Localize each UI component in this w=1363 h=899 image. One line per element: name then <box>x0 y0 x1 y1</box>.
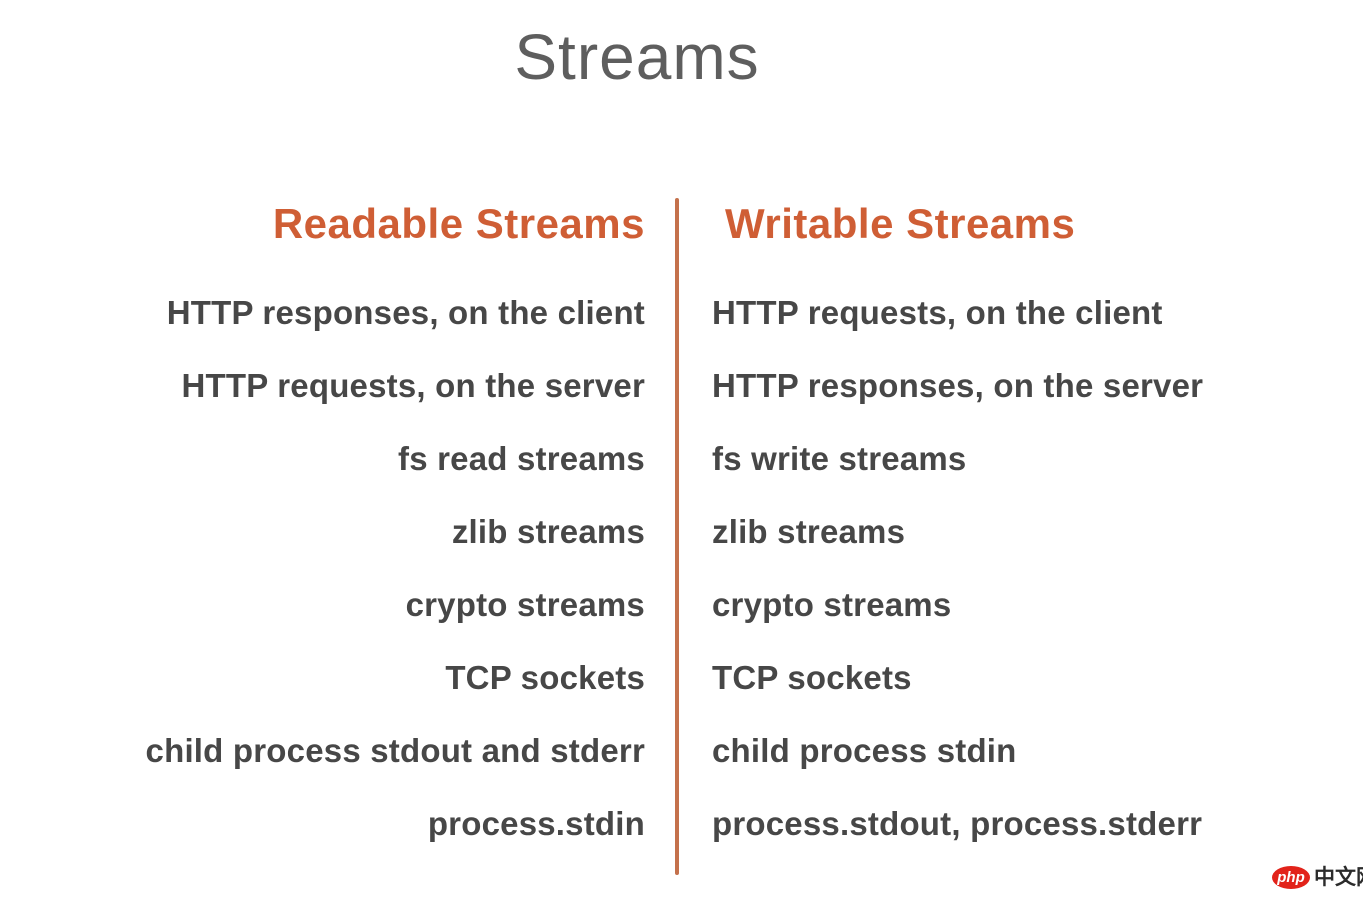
readable-streams-list: HTTP responses, on the client HTTP reque… <box>0 276 645 860</box>
list-item: fs write streams <box>712 440 967 477</box>
site-watermark: php 中文网 <box>1272 866 1363 889</box>
list-item: child process stdin <box>712 732 1017 769</box>
writable-streams-list: HTTP requests, on the client HTTP respon… <box>712 276 1352 860</box>
writable-streams-header: Writable Streams <box>725 200 1076 247</box>
readable-streams-header: Readable Streams <box>272 200 645 247</box>
page-title: Streams <box>514 21 760 93</box>
list-item: process.stdin <box>427 805 645 842</box>
list-item: crypto streams <box>405 586 645 623</box>
list-item: crypto streams <box>712 586 952 623</box>
watermark-label: 中文网 <box>1314 866 1363 889</box>
list-item: HTTP requests, on the server <box>181 367 645 404</box>
list-item: TCP sockets <box>712 659 912 696</box>
list-item: child process stdout and stderr <box>145 732 645 769</box>
list-item: HTTP responses, on the client <box>166 294 645 331</box>
column-divider <box>675 198 679 875</box>
php-logo-icon: php <box>1272 866 1310 889</box>
readable-streams-column: Readable Streams HTTP responses, on the … <box>0 198 645 860</box>
writable-streams-column: Writable Streams HTTP requests, on the c… <box>712 198 1352 860</box>
streams-comparison-table: Readable Streams HTTP responses, on the … <box>0 198 1352 875</box>
list-item: zlib streams <box>451 513 645 550</box>
list-item: TCP sockets <box>445 659 645 696</box>
list-item: zlib streams <box>712 513 906 550</box>
list-item: fs read streams <box>398 440 645 477</box>
list-item: HTTP requests, on the client <box>712 294 1163 331</box>
list-item: HTTP responses, on the server <box>712 367 1204 404</box>
list-item: process.stdout, process.stderr <box>712 805 1203 842</box>
